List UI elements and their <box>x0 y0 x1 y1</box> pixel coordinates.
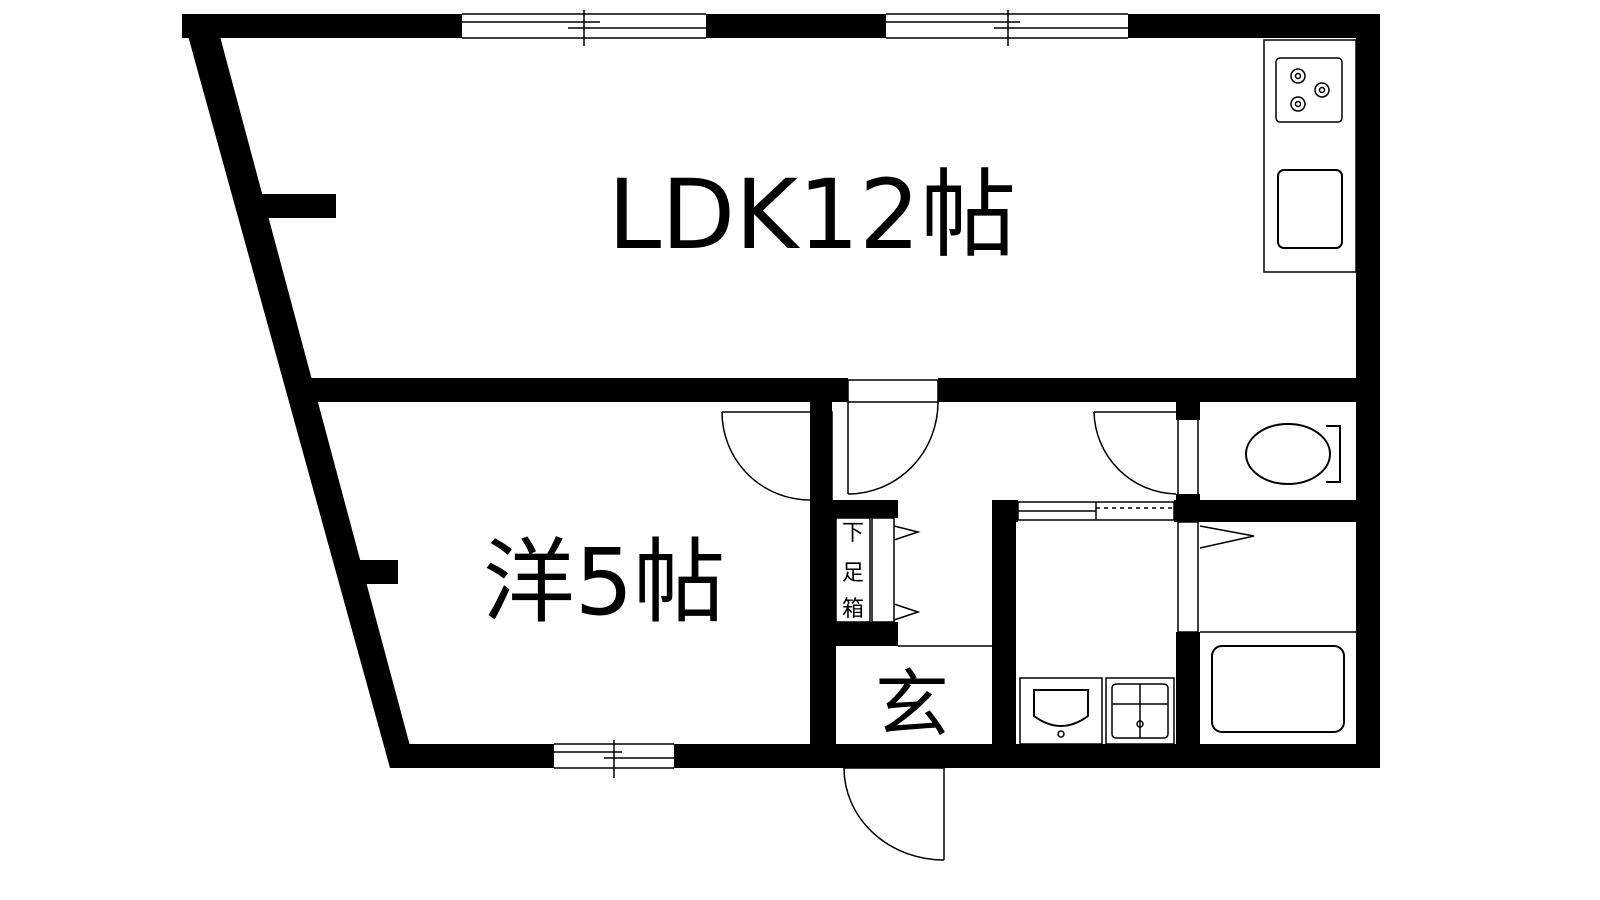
shoe-box-label-2: 足 <box>842 561 864 586</box>
shoe-box-label-1: 下 <box>842 521 864 546</box>
bathtub-icon <box>1200 631 1356 733</box>
shoe-box: 下 足 箱 <box>835 517 921 623</box>
room-label-entrance: 玄 <box>875 662 949 748</box>
bath-left-wall <box>1176 632 1200 768</box>
wall-stub-upper <box>250 194 336 218</box>
window-icon <box>886 10 1128 46</box>
gas-stove-icon <box>1275 57 1343 123</box>
wall-stub-lower <box>340 560 398 584</box>
door-swing-icon <box>847 379 939 495</box>
window-icon <box>462 10 706 46</box>
washing-machine-pan-icon <box>1105 677 1175 745</box>
shoe-box-bottom <box>832 622 898 646</box>
interior-walls <box>300 378 1358 768</box>
toilet-icon <box>1245 423 1341 485</box>
kitchen-counter <box>1263 39 1357 273</box>
room-label-western: 洋5帖 <box>483 529 726 636</box>
washroom-left-wall <box>992 500 1016 768</box>
washbasin-icon <box>1019 677 1103 745</box>
washroom-top-wall-left <box>992 500 1018 522</box>
door-swing-icon <box>843 745 945 861</box>
sliding-door-icon <box>1017 501 1175 521</box>
western-room-right-wall <box>810 402 832 500</box>
shoe-box-top <box>832 500 898 518</box>
outer-walls <box>182 14 1380 768</box>
top-wall <box>182 14 1380 38</box>
ldk-divider-wall-right <box>938 378 1358 402</box>
door-swing-icon <box>1177 521 1255 633</box>
right-wall <box>1356 14 1380 768</box>
western-room-right-wall-lower <box>810 500 836 768</box>
toilet-left-wall <box>1176 402 1200 420</box>
room-label-ldk: LDK12帖 <box>608 159 1017 271</box>
window-icon <box>554 740 674 778</box>
toilet-left-wall-lower <box>1176 494 1200 522</box>
doors <box>721 379 1255 861</box>
windows <box>462 10 1128 778</box>
door-swing-icon <box>1093 411 1199 497</box>
door-swing-icon <box>721 411 833 501</box>
shoe-box-label-3: 箱 <box>842 597 864 622</box>
toilet-bottom-wall <box>1174 500 1358 522</box>
kitchen-sink-icon <box>1277 169 1343 249</box>
ldk-divider-wall <box>300 378 848 402</box>
